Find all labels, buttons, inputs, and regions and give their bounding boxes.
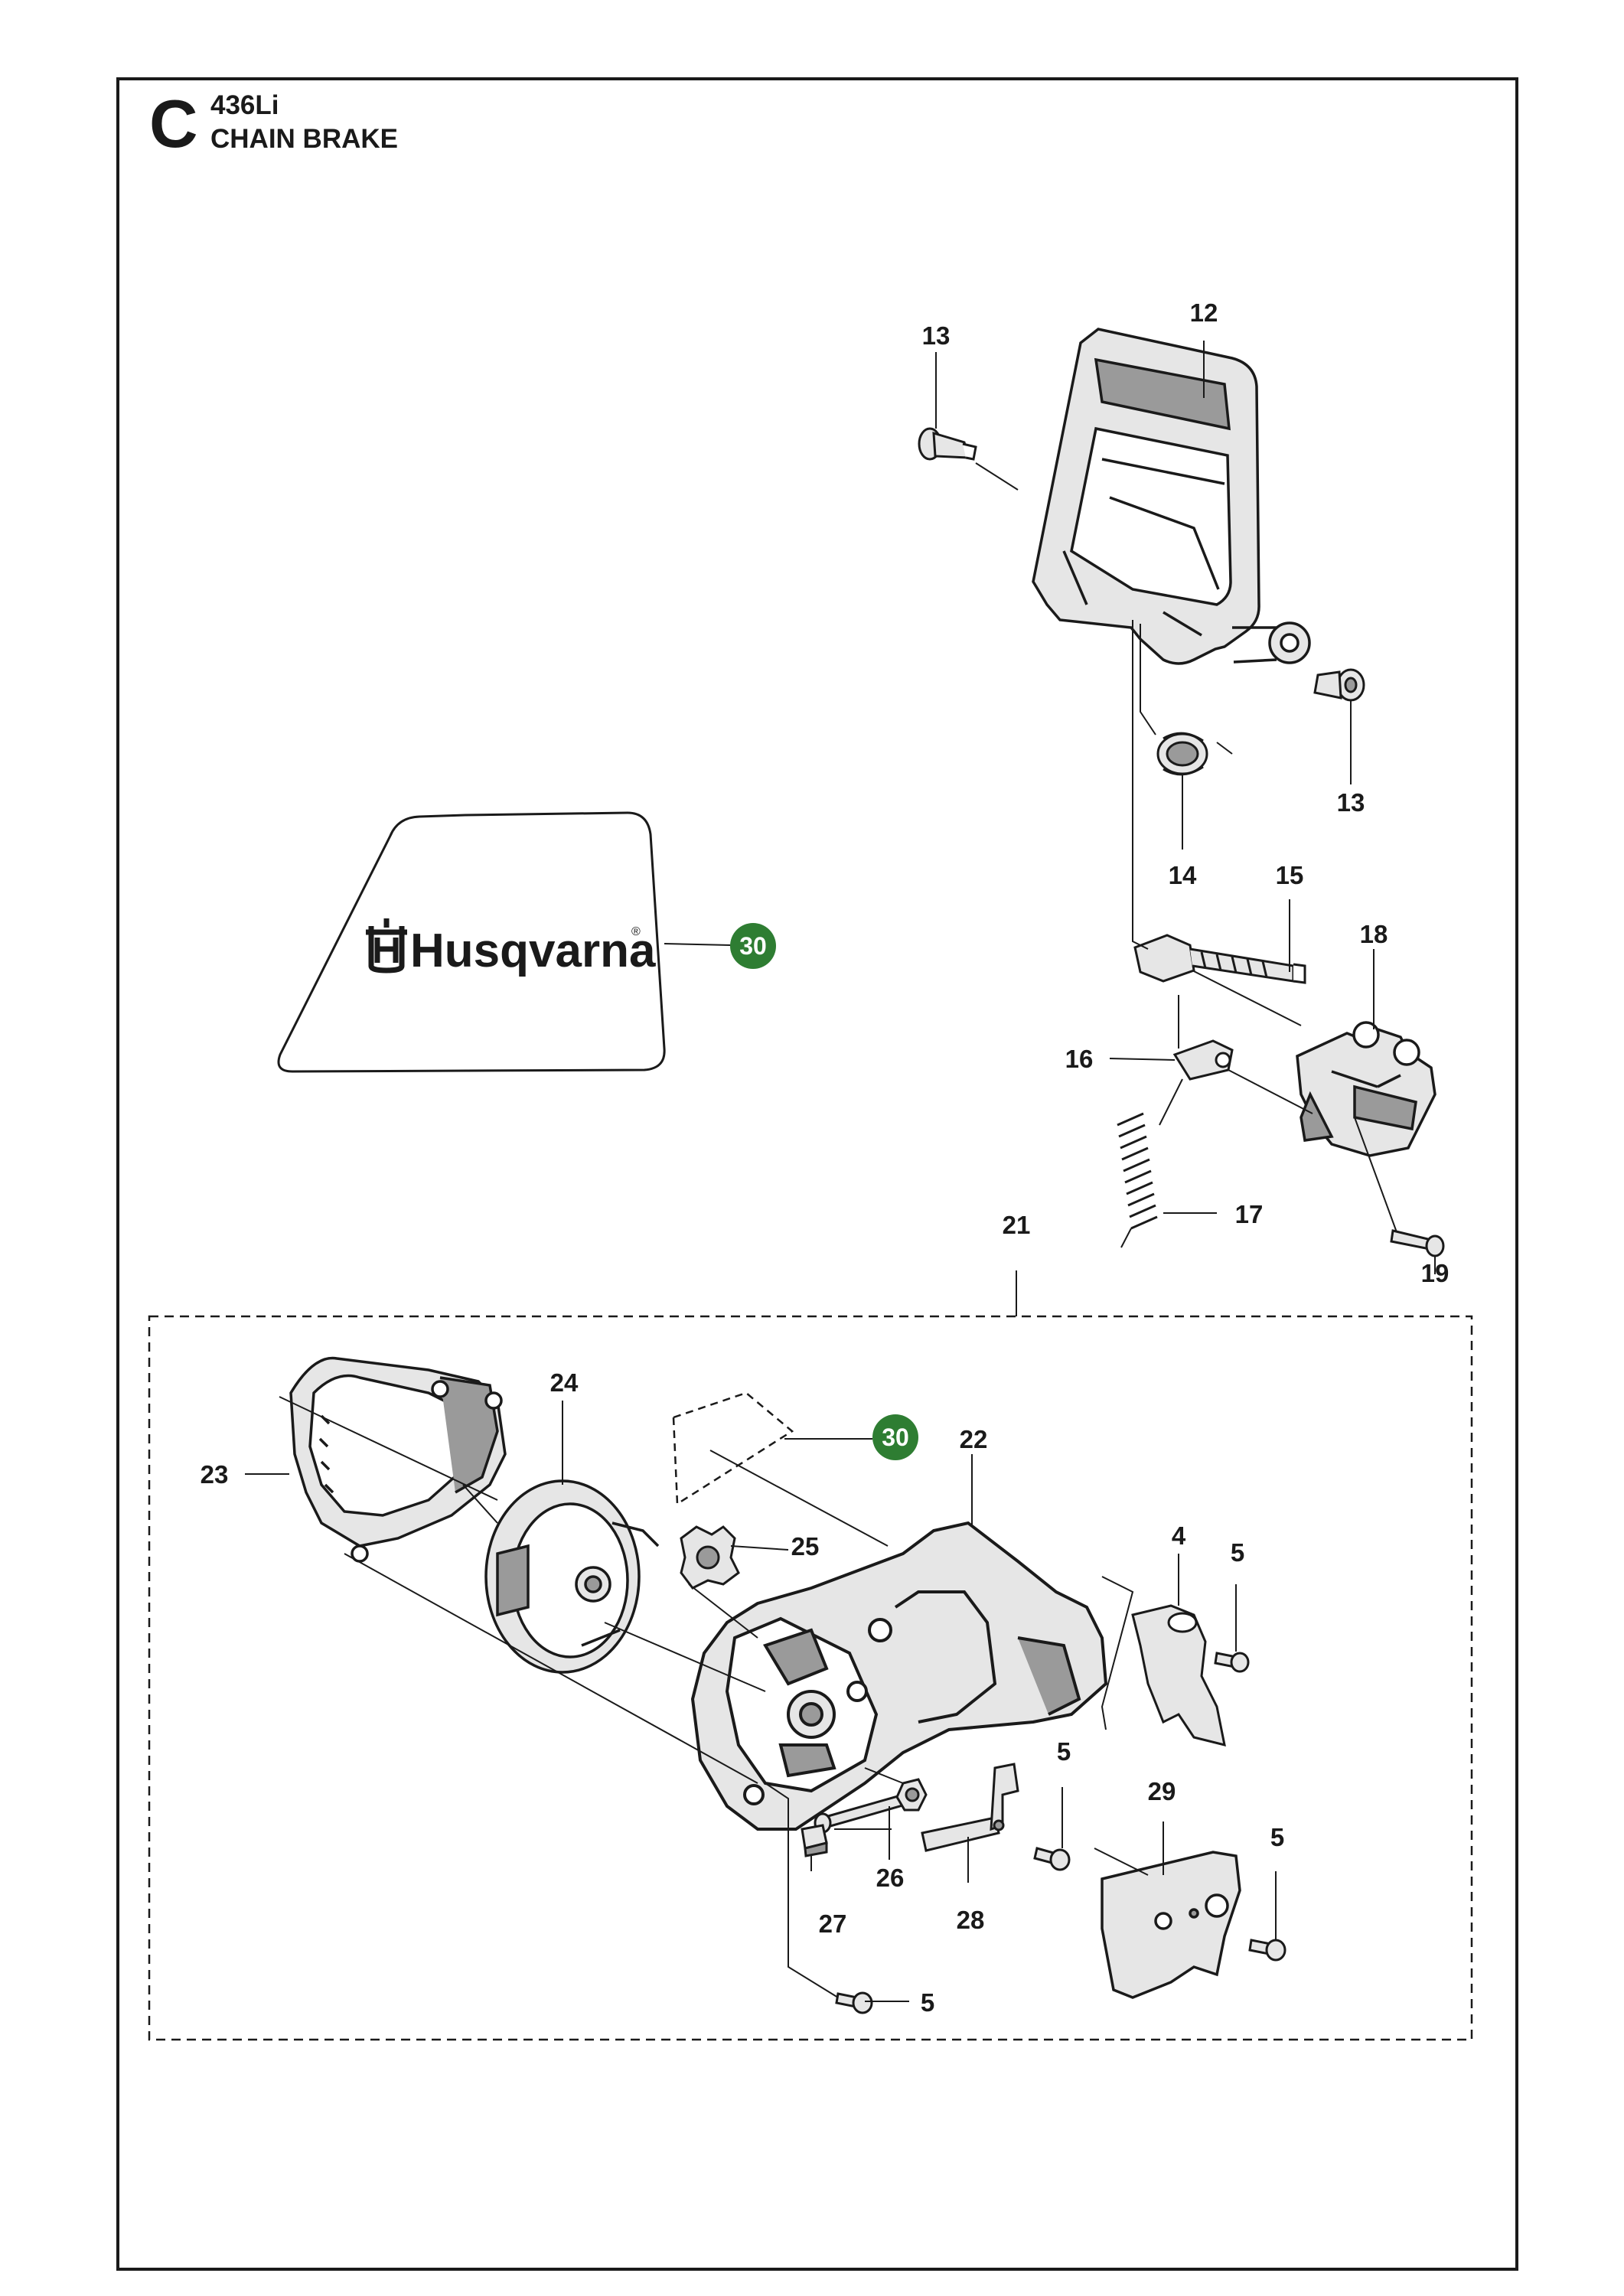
screw-part	[1390, 1229, 1445, 1257]
brake-housing-part	[1296, 1021, 1436, 1157]
part-label-22: 22	[960, 1425, 988, 1453]
decal-part: Husqvarna ®	[277, 811, 666, 1073]
model-name: 436Li	[210, 90, 279, 120]
registered-mark: ®	[631, 925, 641, 938]
screw-part	[918, 427, 977, 461]
part-label-24: 24	[550, 1368, 579, 1397]
part-label-5: 5	[1231, 1538, 1244, 1567]
screw-part	[1033, 1847, 1071, 1871]
brake-drum-part	[484, 1479, 660, 1674]
part-label-17: 17	[1235, 1200, 1264, 1228]
page-frame	[116, 77, 1518, 2271]
hand-guard-part	[1032, 328, 1311, 665]
page-title: CHAIN BRAKE	[210, 124, 398, 154]
bar-plate-part	[1101, 1851, 1241, 1999]
chain-tensioner-screw-part	[814, 1778, 928, 1834]
part-label-28: 28	[957, 1906, 985, 1934]
screw-part	[1214, 1652, 1250, 1673]
decal-brand-text: Husqvarna	[410, 925, 656, 977]
part-label-21: 21	[1003, 1211, 1031, 1239]
section-letter: C	[149, 86, 198, 161]
part-label-25: 25	[791, 1532, 820, 1561]
part-label-26: 26	[876, 1864, 905, 1892]
part-labels: 12 13 13 14 15 18 16 17 19 21 22 23 24 2…	[201, 298, 1450, 2017]
torsion-spring-part	[1156, 732, 1208, 776]
part-label-5: 5	[921, 1988, 934, 2017]
part-badge-30: 30	[872, 1414, 918, 1460]
part-label-13: 13	[922, 321, 951, 350]
part-badge-30: 30	[730, 923, 776, 969]
part-label-13: 13	[1337, 788, 1365, 817]
part-label-15: 15	[1276, 861, 1304, 889]
bar-nut-knob-part	[680, 1525, 740, 1590]
part-label-5: 5	[1057, 1737, 1071, 1766]
svg-text:30: 30	[739, 932, 767, 960]
part-label-14: 14	[1169, 861, 1197, 889]
tensioner-nut-part	[801, 1824, 828, 1857]
part-label-4: 4	[1172, 1521, 1186, 1550]
svg-text:30: 30	[882, 1424, 909, 1451]
brake-pawl-part	[1172, 1039, 1234, 1081]
part-label-5: 5	[1270, 1823, 1284, 1851]
assembly-group-box	[148, 1315, 1473, 2041]
part-label-29: 29	[1148, 1777, 1176, 1805]
screw-part	[1248, 1939, 1286, 1962]
brake-rod-part	[1133, 934, 1306, 984]
part-label-18: 18	[1360, 920, 1388, 948]
chain-catcher-part	[1131, 1604, 1226, 1747]
part-label-27: 27	[819, 1910, 847, 1938]
tensioner-slide-part	[921, 1763, 1019, 1852]
chain-brake-cover-part	[690, 1521, 1108, 1831]
part-label-23: 23	[201, 1460, 229, 1489]
compression-spring-part	[1117, 1112, 1158, 1230]
part-label-12: 12	[1190, 298, 1218, 327]
screw-part	[1313, 668, 1365, 702]
screw-part	[835, 1991, 873, 2014]
part-label-19: 19	[1421, 1259, 1450, 1287]
part-label-16: 16	[1065, 1045, 1094, 1073]
husqvarna-logo-icon	[366, 918, 407, 974]
leader-lines	[245, 341, 1436, 2002]
decal-outline-part	[672, 1391, 794, 1506]
clutch-cover-part	[289, 1356, 507, 1563]
